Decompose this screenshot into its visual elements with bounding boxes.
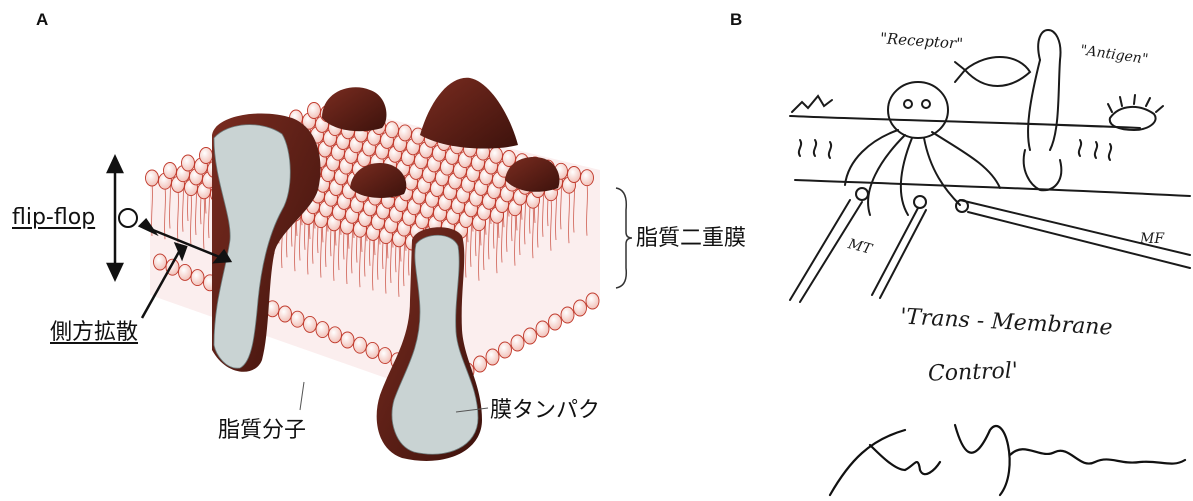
lipid-head: [536, 321, 549, 337]
flip-flop-label: flip-flop: [12, 207, 95, 229]
lipid-head: [490, 147, 503, 163]
lipid-head: [308, 103, 321, 119]
lipid-head: [474, 356, 487, 372]
lipid-head: [581, 170, 594, 186]
lipid-head: [386, 122, 399, 138]
lipid-head: [586, 293, 599, 309]
lipid-molecule-label: 脂質分子: [218, 420, 306, 442]
lipid-head: [549, 314, 562, 330]
lipid-head: [574, 300, 587, 316]
lipid-head: [164, 163, 177, 179]
bilayer-bracket: [616, 188, 632, 288]
lipid-head: [191, 270, 204, 286]
lipid-bilayer-label: 脂質二重膜: [636, 228, 746, 250]
lipid-head: [146, 170, 159, 186]
sketch-drawing: [790, 30, 1190, 302]
lipid-head: [379, 348, 392, 364]
lipid-head: [304, 316, 317, 332]
lipid-head: [354, 337, 367, 353]
lipid-head: [366, 342, 379, 358]
lipid-molecule-leader: [300, 382, 304, 410]
lateral-diffusion-label: 側方拡散: [50, 322, 138, 344]
lipid-head: [329, 327, 342, 343]
lipid-head: [568, 167, 581, 183]
lipid-head: [179, 264, 192, 280]
lipid-head: [486, 349, 499, 365]
lipid-head: [561, 307, 574, 323]
mf-label: MF: [1140, 232, 1164, 246]
lipid-head: [279, 306, 292, 322]
membrane-protein-label: 膜タンパク: [490, 400, 600, 422]
signature: [830, 425, 1185, 495]
lipid-head: [524, 328, 537, 344]
transmembrane-title-line2: Control': [928, 360, 1019, 385]
lipid-head: [399, 125, 412, 141]
lipid-head: [316, 322, 329, 338]
lipid-head: [341, 332, 354, 348]
lipid-head: [291, 311, 304, 327]
lipid-head: [499, 342, 512, 358]
lipid-circle-marker: [119, 209, 137, 227]
lipid-head: [154, 254, 167, 270]
lipid-head: [200, 148, 213, 164]
lipid-head: [182, 155, 195, 171]
lipid-head: [511, 335, 524, 351]
